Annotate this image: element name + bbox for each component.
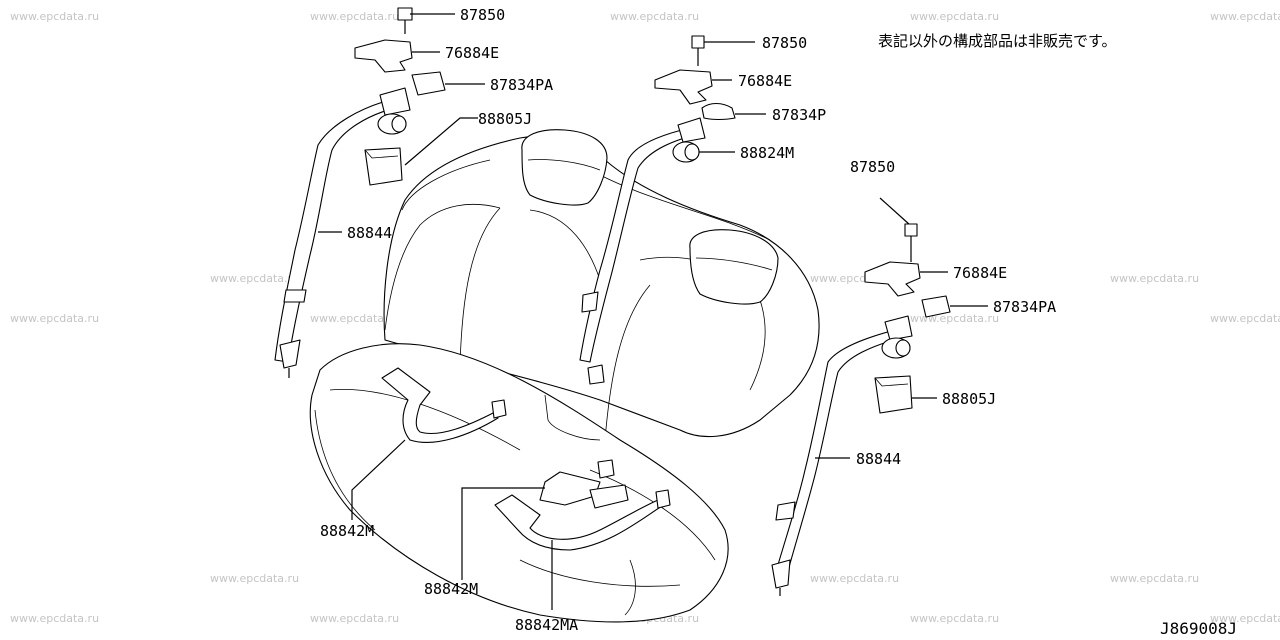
belt-center-anchor <box>587 364 605 385</box>
belt-center-retractor-spool <box>684 143 700 161</box>
watermark: www.epcdata.ru <box>910 10 999 23</box>
label-belt-right: 88844 <box>856 450 901 468</box>
watermark: www.epcdata.ru <box>910 312 999 325</box>
bracket-right-icon <box>864 261 921 297</box>
buckle-center-tongue <box>589 484 629 509</box>
center-belt-assembly: 87850 76884E 87834P 88824M <box>579 34 826 385</box>
label-belt-left: 88844 <box>347 224 392 242</box>
cover-left-icon <box>411 71 446 96</box>
escutcheon-left-edge <box>364 149 399 159</box>
seatback-crease <box>604 284 651 441</box>
label-bracket-left: 76884E <box>445 44 499 62</box>
diagram-code: J869008J <box>1160 619 1237 638</box>
belt-right-anchor <box>771 559 791 589</box>
cover-center-icon <box>701 102 736 121</box>
cushion-seam <box>624 559 636 616</box>
headrest-seam <box>527 159 601 171</box>
watermark: www.epcdata.ru <box>1210 312 1280 325</box>
headrest-right <box>689 229 779 305</box>
watermark: www.epcdata.ru <box>10 312 99 325</box>
leader-line <box>351 439 406 520</box>
label-bolt-center: 87850 <box>762 34 807 52</box>
leader-line <box>404 117 478 166</box>
seatback-crease <box>401 159 491 211</box>
cushion-seam <box>314 409 376 531</box>
watermark: www.epcdata.ru <box>210 572 299 585</box>
bracket-left-icon <box>354 39 413 73</box>
seatback-crease <box>529 209 601 281</box>
watermark: www.epcdata.ru <box>1210 10 1280 23</box>
watermark: www.epcdata.ru <box>1210 612 1280 625</box>
label-bracket-right: 76884E <box>953 264 1007 282</box>
label-buckle-left: 88842M <box>320 522 374 540</box>
belt-center-retractor-top <box>677 117 706 143</box>
escutcheon-right-icon <box>874 375 913 414</box>
bolt-right-icon <box>904 223 918 237</box>
watermark: www.epcdata.ru <box>310 612 399 625</box>
escutcheon-right-edge <box>874 377 909 387</box>
watermark: www.epcdata.ru <box>310 312 399 325</box>
bracket-center-icon <box>654 69 713 105</box>
belt-right-tongue <box>775 501 796 521</box>
belt-right-retractor-spool <box>895 339 911 357</box>
headrest-seam <box>695 257 773 271</box>
watermark: www.epcdata.ru <box>810 572 899 585</box>
watermark: www.epcdata.ru <box>610 10 699 23</box>
cover-right-icon <box>921 295 951 318</box>
buckle-left-anchor <box>491 399 507 419</box>
buckle-assemblies: 88842M 88842M 88842MA <box>320 367 671 634</box>
note-text: 表記以外の構成部品は非販売です。 <box>878 32 1117 50</box>
label-retractor-center: 88824M <box>740 144 794 162</box>
watermark: www.epcdata.ru <box>910 612 999 625</box>
leader-line <box>461 487 545 580</box>
belt-center-tongue <box>581 291 599 313</box>
belt-left-webbing <box>274 99 396 363</box>
leader-line <box>879 197 911 226</box>
right-belt-assembly: 87850 76884E 87834PA 88805J 88844 <box>771 158 1056 596</box>
watermark: www.epcdata.ru <box>210 272 299 285</box>
label-bolt-left: 87850 <box>460 6 505 24</box>
watermark: www.epcdata.ru <box>1110 272 1199 285</box>
label-buckle-center-b: 88842MA <box>515 616 578 634</box>
label-cover-left: 87834PA <box>490 76 553 94</box>
belt-center-webbing <box>579 127 696 363</box>
belt-left-retractor-top <box>379 87 411 116</box>
label-cover-right: 87834PA <box>993 298 1056 316</box>
belt-left-anchor <box>279 339 301 369</box>
buckle-center-anchor <box>597 459 615 479</box>
label-bolt-right: 87850 <box>850 158 895 176</box>
watermark: www.epcdata.ru <box>1110 572 1199 585</box>
bolt-left-icon <box>397 7 413 21</box>
escutcheon-left-icon <box>364 147 403 186</box>
belt-left-retractor-spool <box>391 115 407 133</box>
left-belt-assembly: 87850 76884E 87834PA 88805J 88844 <box>274 6 553 378</box>
seatback-crease <box>384 203 501 331</box>
belt-left-tongue <box>283 289 307 303</box>
label-bracket-center: 76884E <box>738 72 792 90</box>
cushion-seam <box>519 559 681 587</box>
label-escutcheon-right: 88805J <box>942 390 996 408</box>
watermark: www.epcdata.ru <box>10 612 99 625</box>
headrest-left <box>521 129 608 206</box>
label-escutcheon-left: 88805J <box>478 110 532 128</box>
label-cover-center: 87834P <box>772 106 826 124</box>
watermark: www.epcdata.ru <box>10 10 99 23</box>
seatback-crease <box>459 207 501 366</box>
buckle-center-b-anchor <box>655 489 671 509</box>
label-buckle-center: 88842M <box>424 580 478 598</box>
bolt-center-icon <box>691 35 705 49</box>
watermark: www.epcdata.ru <box>310 10 399 23</box>
belt-right-retractor-top <box>884 315 913 341</box>
cushion-seam <box>544 394 601 441</box>
